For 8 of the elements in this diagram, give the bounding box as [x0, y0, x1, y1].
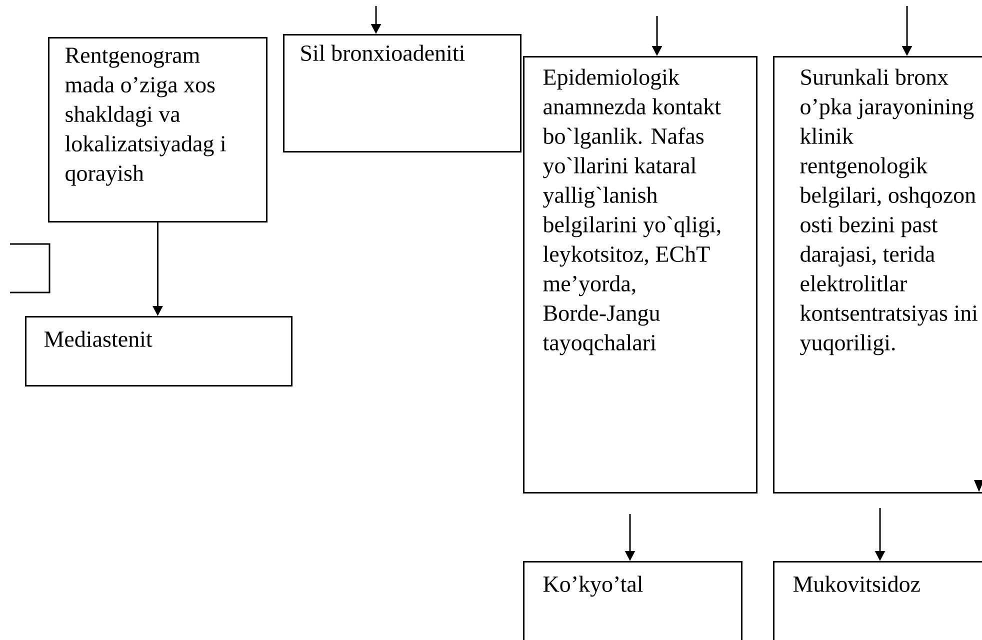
text-box: Mediastenit	[25, 316, 292, 386]
text-box: Ko’kyo’tal	[523, 561, 742, 640]
text-box: Sil bronxioadeniti	[283, 34, 522, 152]
text-box: Epidemiologik anamnezda kontakt bo`lganlik. Nafas yo`llarini kataral yallig`lanish belgilarini yo`qligi, leykotsitoz, EChT me’yorda, Borde-Jangu tayoqchalari	[523, 56, 758, 494]
empty-box	[10, 243, 50, 294]
text-box: Mukovitsidoz	[773, 561, 982, 640]
text-box: Surunkali bronx o’pka jarayonining klinik rentgenologik belgilari, oshqozon osti bezini past darajasi, terida elektrolitlar kontsentratsiyas ini yuqoriligi.	[773, 56, 982, 494]
text-box: Rentgenogram mada o’ziga xos shakldagi va lokalizatsiyadag i qorayish	[48, 37, 268, 222]
